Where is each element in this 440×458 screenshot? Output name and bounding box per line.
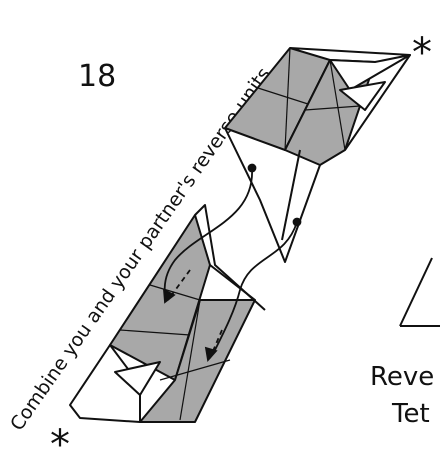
- upper-reverse-unit: [224, 47, 411, 263]
- lower-reverse-unit: [69, 204, 266, 423]
- lower-white-flap: [69, 344, 141, 423]
- star-marker-top: *: [412, 30, 432, 76]
- step-number: 18: [78, 59, 116, 94]
- tetrahedron-partial: [399, 257, 433, 327]
- side-label-line1: Reve: [370, 362, 434, 392]
- combine-arrows: [162, 163, 302, 363]
- side-label-line2: Tet: [391, 399, 430, 429]
- arrow-right-curve: [214, 221, 298, 351]
- star-marker-bottom: *: [50, 422, 70, 453]
